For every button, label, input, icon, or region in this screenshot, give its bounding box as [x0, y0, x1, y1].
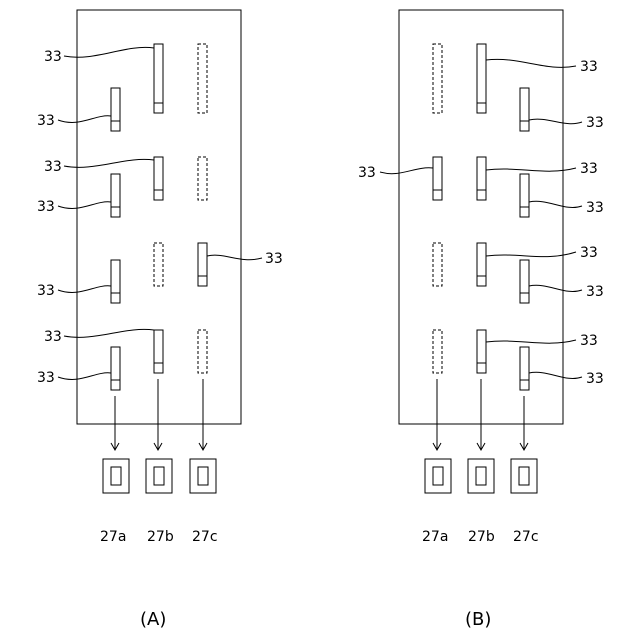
panel-b-output-27c: 27c	[511, 459, 539, 545]
panel-a-arrows	[111, 379, 207, 450]
element-33	[154, 330, 163, 373]
panel-b-column-b	[477, 44, 486, 373]
callout-33: 33	[358, 165, 376, 181]
empty-slot	[198, 330, 207, 373]
callout-33: 33	[586, 115, 604, 131]
element-33	[477, 330, 486, 373]
empty-slot	[433, 44, 442, 113]
element-33	[477, 157, 486, 200]
output-label: 27a	[100, 529, 126, 545]
callout-33: 33	[580, 59, 598, 75]
element-33	[477, 44, 486, 113]
empty-slot	[433, 330, 442, 373]
element-33	[477, 243, 486, 286]
element-33	[198, 243, 207, 286]
element-33	[111, 174, 120, 217]
callout-33: 33	[586, 284, 604, 300]
panel-a-output-27b: 27b	[146, 459, 174, 545]
callout-33: 33	[37, 283, 55, 299]
element-33	[520, 347, 529, 390]
callout-33: 33	[265, 251, 283, 267]
panel-a-column-b	[154, 44, 163, 373]
empty-slot	[433, 243, 442, 286]
callout-33: 33	[44, 329, 62, 345]
panel-b-label: (B)	[465, 609, 491, 630]
output-label: 27b	[468, 529, 495, 545]
callout-33: 33	[44, 159, 62, 175]
callout-33: 33	[37, 113, 55, 129]
panel-a: 33 33 33 33 33 33 33 33 27a	[37, 10, 283, 630]
panel-a-label: (A)	[140, 609, 166, 630]
element-33	[111, 88, 120, 131]
panel-a-output-27c: 27c	[190, 459, 218, 545]
element-33	[154, 157, 163, 200]
panel-a-column-c	[198, 44, 207, 373]
callout-33: 33	[586, 371, 604, 387]
panel-b-arrows	[433, 379, 528, 450]
element-33	[520, 260, 529, 303]
empty-slot	[198, 157, 207, 200]
panel-b: 33 33 33 33 33 33 33 33 33 27a	[358, 10, 604, 630]
element-33	[154, 44, 163, 113]
empty-slot	[198, 44, 207, 113]
element-33	[433, 157, 442, 200]
element-33	[520, 174, 529, 217]
element-33	[111, 347, 120, 390]
panel-b-column-a	[433, 44, 442, 373]
callout-33: 33	[44, 49, 62, 65]
output-label: 27c	[513, 529, 539, 545]
empty-slot	[154, 243, 163, 286]
panel-a-output-27a: 27a	[100, 459, 129, 545]
callout-33: 33	[580, 245, 598, 261]
callout-33: 33	[37, 199, 55, 215]
panel-b-column-c	[520, 88, 529, 390]
element-33	[111, 260, 120, 303]
callout-33: 33	[37, 370, 55, 386]
element-33	[520, 88, 529, 131]
output-label: 27a	[422, 529, 448, 545]
callout-33: 33	[580, 333, 598, 349]
callout-33: 33	[580, 161, 598, 177]
panel-b-output-27b: 27b	[468, 459, 495, 545]
panel-b-output-27a: 27a	[422, 459, 451, 545]
panel-a-column-a	[111, 88, 120, 390]
output-label: 27c	[192, 529, 218, 545]
output-label: 27b	[147, 529, 174, 545]
callout-33: 33	[586, 200, 604, 216]
